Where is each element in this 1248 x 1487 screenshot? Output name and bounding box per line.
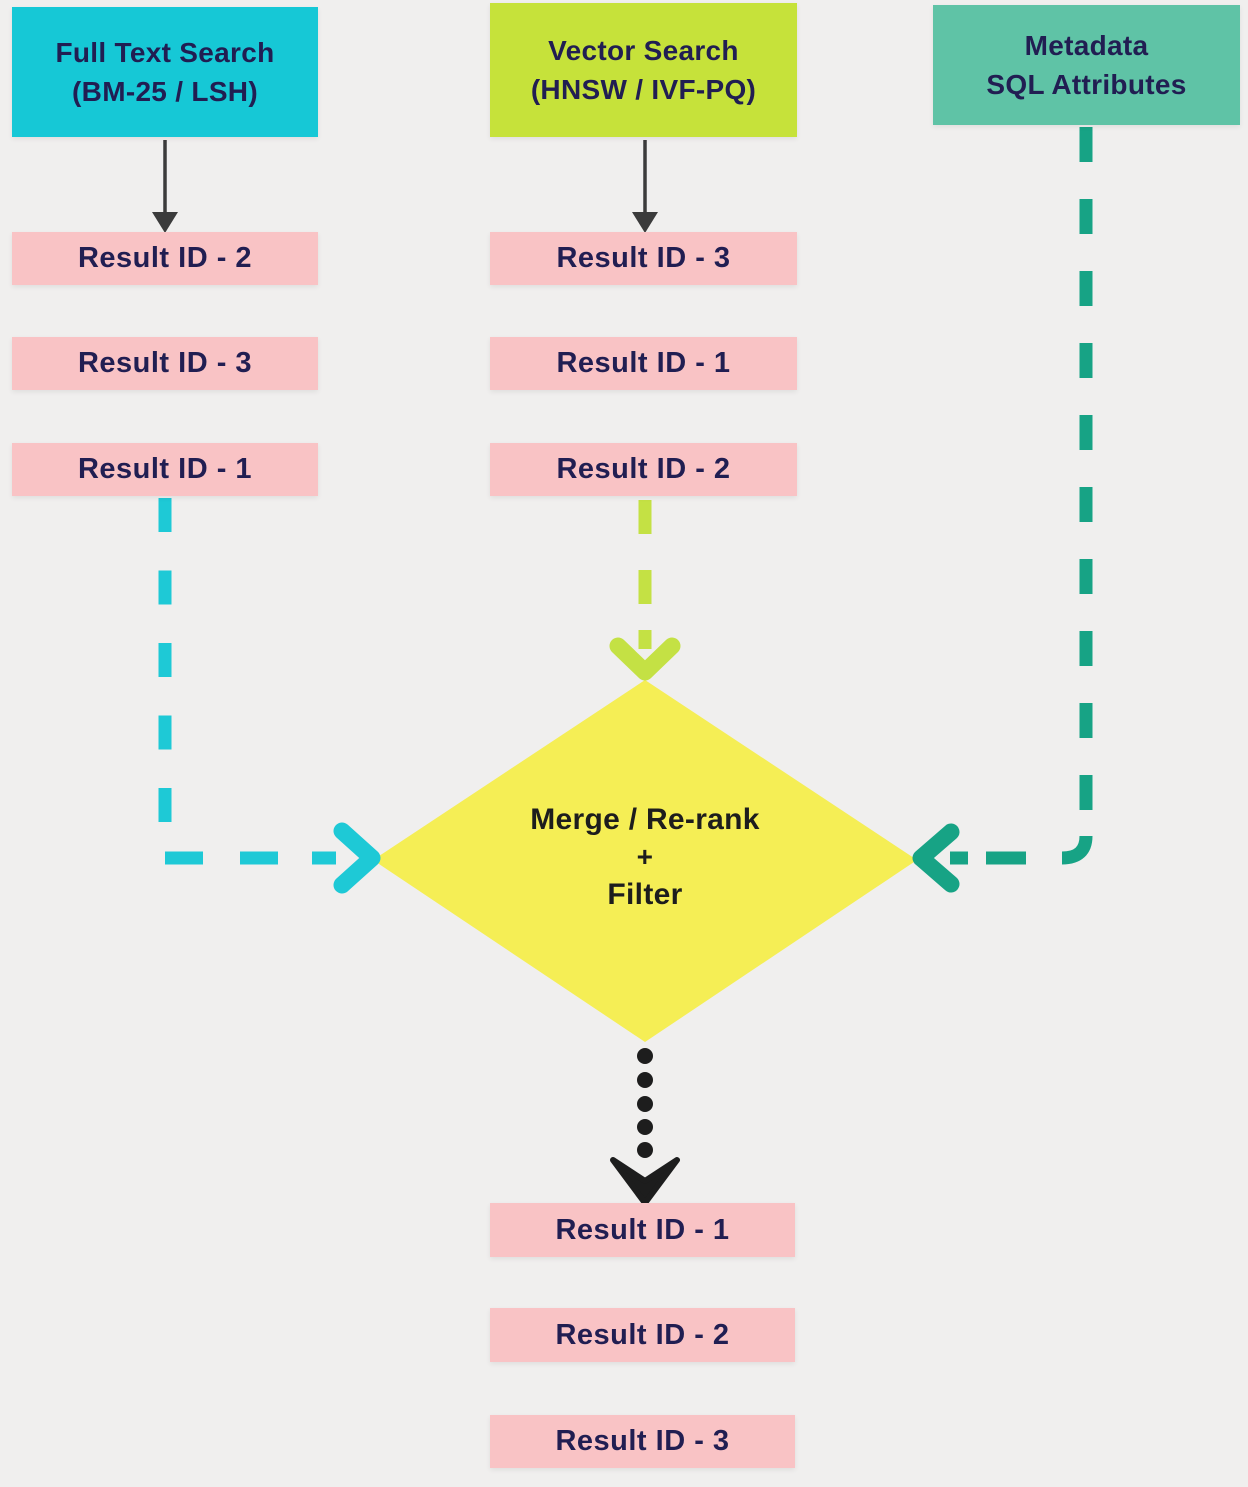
node-full-text-search-line1: Full Text Search <box>55 36 275 68</box>
final-result-2: Result ID - 2 <box>490 1308 795 1362</box>
full-text-result-3: Result ID - 1 <box>12 443 318 496</box>
final-result-1: Result ID - 1 <box>490 1203 795 1257</box>
node-vector-search-line2: (HNSW / IVF-PQ) <box>530 74 757 105</box>
merge-label-plus: + <box>636 841 654 872</box>
node-full-text-search: Full Text Search (BM-25 / LSH) <box>12 7 318 137</box>
vector-down-arrow <box>632 140 658 233</box>
merge-to-results-connector <box>610 1048 680 1206</box>
merge-diamond-label: Merge / Re-rank + Filter <box>465 800 825 914</box>
node-vector-search-line1: Vector Search <box>548 34 739 66</box>
vector-to-merge-connector <box>609 500 681 681</box>
vector-result-1: Result ID - 3 <box>490 232 797 285</box>
node-metadata-line2: SQL Attributes <box>986 69 1187 100</box>
vector-result-3: Result ID - 2 <box>490 443 797 496</box>
final-result-3: Result ID - 3 <box>490 1415 795 1468</box>
node-metadata-line1: Metadata <box>1024 29 1149 61</box>
full-text-result-1: Result ID - 2 <box>12 232 318 285</box>
merge-diamond-shape <box>373 680 917 1042</box>
node-vector-search: Vector Search (HNSW / IVF-PQ) <box>490 3 797 137</box>
metadata-to-merge-connector <box>912 127 1093 893</box>
vector-result-2: Result ID - 1 <box>490 337 797 390</box>
node-metadata-sql: Metadata SQL Attributes <box>933 5 1240 125</box>
full-text-result-2: Result ID - 3 <box>12 337 318 390</box>
full-text-to-merge-connector <box>158 498 381 894</box>
node-full-text-search-line2: (BM-25 / LSH) <box>72 76 258 107</box>
merge-label-line3: Filter <box>607 878 683 912</box>
full-text-down-arrow <box>152 140 178 233</box>
merge-label-line1: Merge / Re-rank <box>530 803 760 836</box>
